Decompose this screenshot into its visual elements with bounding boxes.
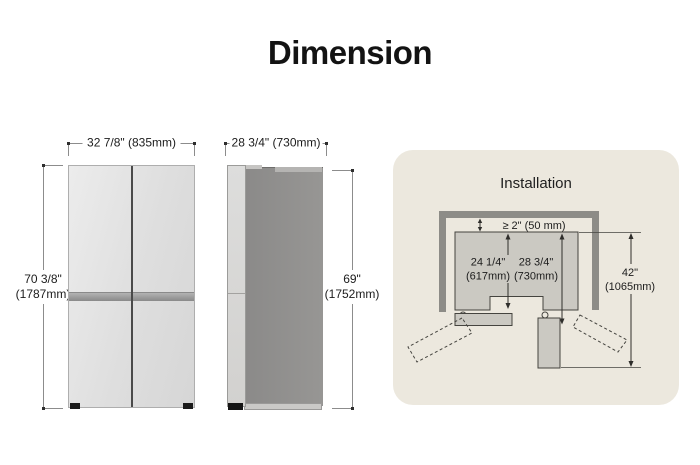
front-height-inches: 70 3/8"	[24, 272, 62, 286]
dim-extension	[43, 408, 63, 409]
hinge-right	[541, 311, 549, 319]
label-bg	[509, 255, 561, 283]
dim-endpoint	[42, 407, 45, 410]
dim-endpoint	[351, 169, 354, 172]
door-swing-dimension	[628, 233, 634, 367]
side-depth-dimension: 28 3/4" (730mm)	[224, 131, 328, 157]
side-foot	[228, 403, 243, 410]
fridge-foot-left	[70, 403, 80, 409]
side-height-inches: 69"	[343, 272, 361, 286]
dim-extension	[43, 165, 63, 166]
dim-endpoint	[42, 164, 45, 167]
side-height-mm: (1752mm)	[324, 287, 380, 301]
side-door-edge	[227, 165, 246, 407]
dim-extension	[332, 408, 352, 409]
page-title: Dimension	[267, 34, 433, 71]
side-top-cap	[275, 167, 322, 172]
dim-endpoint	[351, 407, 354, 410]
depth-inner-mm: (617mm)	[466, 271, 510, 283]
front-width-dimension: 32 7/8" (835mm)	[67, 131, 196, 157]
side-top-hinge-cover	[246, 165, 262, 169]
dim-endpoint	[224, 142, 227, 145]
depth-arrow-total	[559, 233, 565, 325]
front-view-refrigerator	[68, 165, 195, 409]
side-height-dimension: 69" (1752mm)	[321, 169, 383, 410]
wall-top	[439, 211, 599, 218]
depth-total-mm: (730mm)	[514, 271, 558, 283]
side-body-panel	[246, 167, 323, 406]
side-view-refrigerator	[227, 165, 323, 410]
installation-diagram: ≥ 2" (50 mm) 24 1/4" (617mm) 28 3/4" (73…	[407, 211, 658, 369]
door-swing-inches: 42"	[622, 267, 638, 279]
wall-right	[592, 211, 599, 310]
side-depth-label: 28 3/4" (730mm)	[229, 135, 323, 151]
dim-extension	[225, 143, 226, 156]
dim-extension	[332, 170, 352, 171]
door-right-open	[537, 317, 561, 369]
fridge-foot-right	[183, 403, 193, 409]
installation-title: Installation	[500, 175, 572, 192]
fridge-door-divider	[130, 166, 133, 407]
dim-endpoint	[67, 142, 70, 145]
door-left-open-dashed	[407, 317, 473, 363]
door-swing-mm: (1065mm)	[605, 281, 655, 293]
installation-panel: Installation	[393, 150, 679, 405]
label-bg	[602, 264, 658, 294]
dim-endpoint	[325, 142, 328, 145]
wall-left	[439, 211, 446, 312]
clearance-arrow	[477, 218, 483, 232]
clearance-label: ≥ 2" (50 mm)	[502, 220, 565, 232]
depth-inner-inches: 24 1/4"	[471, 257, 506, 269]
label-bg	[461, 255, 515, 283]
front-height-mm: (1787mm)	[15, 287, 71, 301]
side-height-label: 69" (1752mm)	[321, 270, 383, 304]
door-right-open-dashed	[572, 314, 628, 353]
front-height-dimension: 70 3/8" (1787mm)	[12, 164, 75, 410]
side-door-split-line	[228, 293, 245, 294]
dim-endpoint	[193, 142, 196, 145]
depth-total-inches: 28 3/4"	[519, 257, 554, 269]
door-left-closed	[454, 313, 513, 326]
dim-extension	[326, 143, 327, 156]
dim-extension	[68, 143, 69, 156]
dim-extension	[194, 143, 195, 156]
side-bottom-rail	[244, 403, 322, 410]
front-width-label: 32 7/8" (835mm)	[82, 135, 181, 151]
front-height-label: 70 3/8" (1787mm)	[12, 270, 74, 304]
